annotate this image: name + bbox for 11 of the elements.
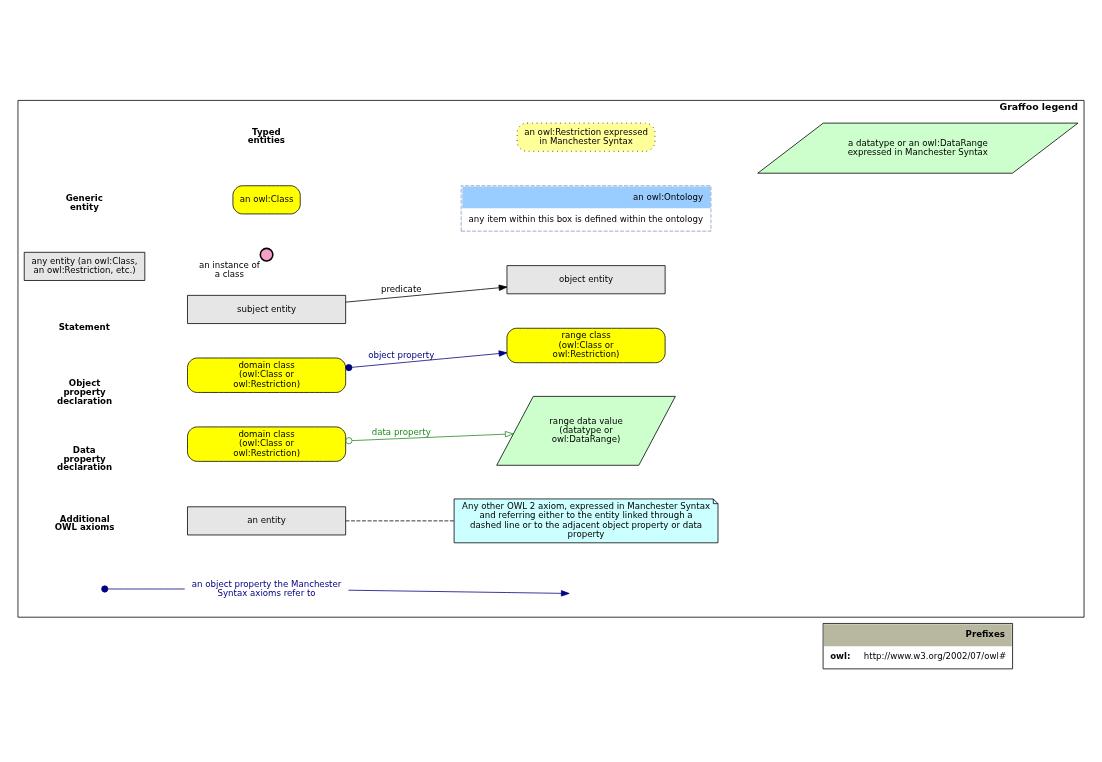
label: Object property declaration [57,377,113,406]
node-label: an instance of a class [198,259,260,279]
label: Generic entity [65,192,103,212]
edge-label: object property [368,349,435,360]
label: Statement [58,321,110,332]
node-text: an object property the Manchester Syntax axioms refer to [191,577,342,598]
edge-label: predicate [380,283,422,294]
label: Typed entities [247,126,285,145]
edge-label: data property [371,426,431,437]
label: Additional OWL axioms [54,513,115,532]
label: Data property declaration [57,444,113,472]
